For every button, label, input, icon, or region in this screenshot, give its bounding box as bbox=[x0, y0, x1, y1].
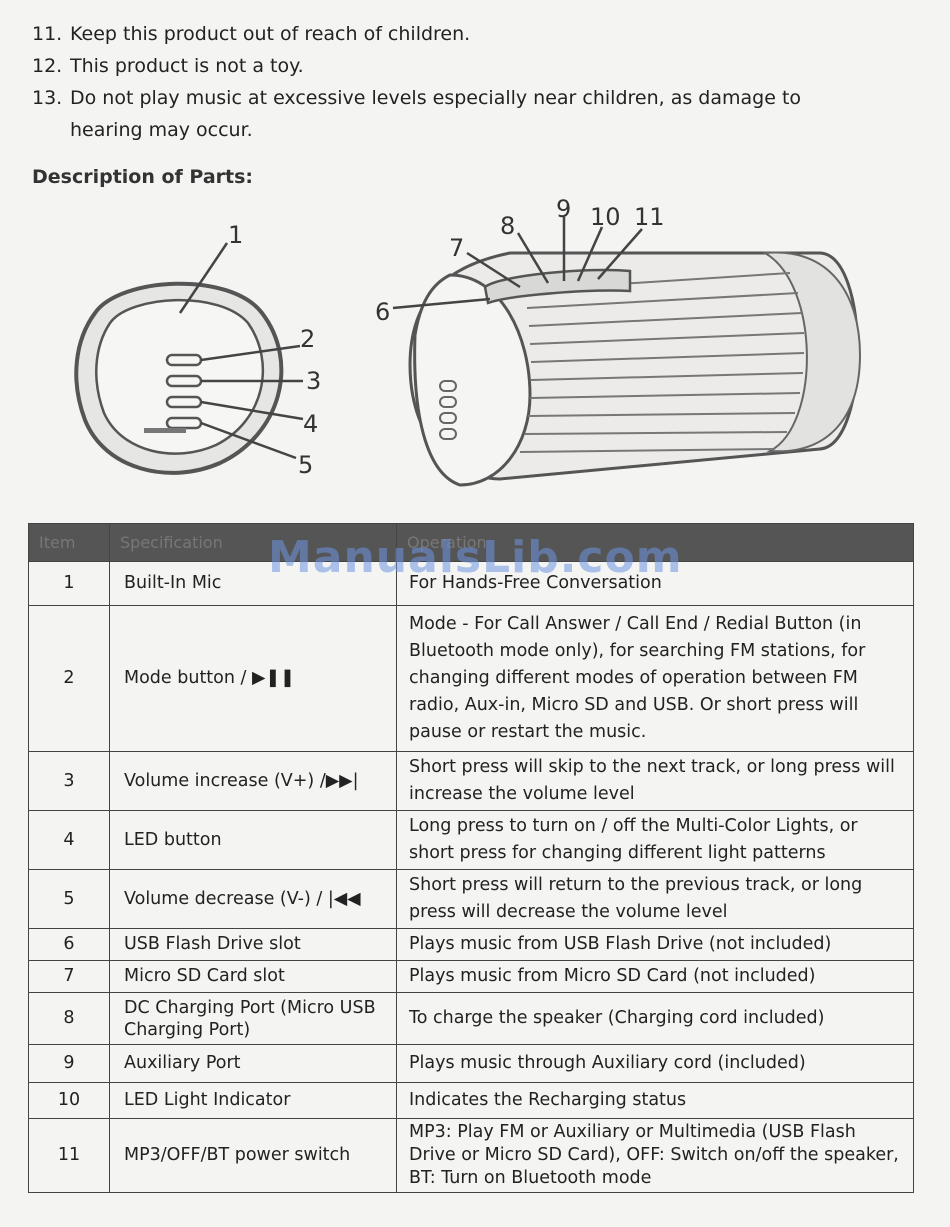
callout-8: 8 bbox=[500, 212, 515, 240]
safety-item-number: 13. bbox=[32, 87, 63, 109]
parts-diagram: 1 2 3 4 5 6 7 8 9 10 11 bbox=[74, 195, 862, 487]
table-row: 3 Volume increase (V+) /▶▶| Short press … bbox=[28, 751, 914, 811]
header-operation: Operation bbox=[396, 523, 914, 562]
safety-item-text: Do not play music at excessive levels es… bbox=[70, 87, 802, 109]
callout-10: 10 bbox=[590, 203, 621, 231]
speaker-end-view bbox=[74, 281, 284, 475]
safety-item: 11. Keep this product out of reach of ch… bbox=[32, 18, 912, 50]
speaker-side-view bbox=[408, 251, 862, 487]
item-operation: To charge the speaker (Charging cord inc… bbox=[396, 992, 914, 1045]
callout-3: 3 bbox=[306, 367, 321, 395]
table-row: 4 LED button Long press to turn on / off… bbox=[28, 810, 914, 870]
item-specification: Built-In Mic bbox=[109, 561, 397, 606]
parts-table: Item Specification Operation 1 Built-In … bbox=[28, 523, 914, 1193]
table-row: 11 MP3/OFF/BT power switch MP3: Play FM … bbox=[28, 1118, 914, 1193]
table-row: 1 Built-In Mic For Hands-Free Conversati… bbox=[28, 561, 914, 606]
table-header-row: Item Specification Operation bbox=[28, 523, 914, 562]
item-number: 4 bbox=[28, 810, 110, 870]
item-operation: For Hands-Free Conversation bbox=[396, 561, 914, 606]
item-operation: Short press will return to the previous … bbox=[396, 869, 914, 929]
callout-1: 1 bbox=[228, 221, 243, 249]
item-operation: Plays music through Auxiliary cord (incl… bbox=[396, 1044, 914, 1083]
item-number: 7 bbox=[28, 960, 110, 993]
item-number: 3 bbox=[28, 751, 110, 811]
callout-9: 9 bbox=[556, 195, 571, 223]
callout-2: 2 bbox=[300, 325, 315, 353]
callout-7: 7 bbox=[449, 234, 464, 262]
item-specification: LED button bbox=[109, 810, 397, 870]
item-specification: Mode button / ▶❚❚ bbox=[109, 605, 397, 752]
safety-list: 11. Keep this product out of reach of ch… bbox=[32, 18, 912, 146]
item-operation: MP3: Play FM or Auxiliary or Multimedia … bbox=[396, 1118, 914, 1193]
header-specification: Specification bbox=[109, 523, 397, 562]
item-number: 2 bbox=[28, 605, 110, 752]
table-row: 6 USB Flash Drive slot Plays music from … bbox=[28, 928, 914, 961]
section-heading: Description of Parts: bbox=[32, 166, 254, 188]
item-specification: Volume decrease (V-) / |◀◀ bbox=[109, 869, 397, 929]
brand-logo bbox=[144, 428, 186, 433]
safety-item-number: 11. bbox=[32, 23, 63, 45]
table-row: 7 Micro SD Card slot Plays music from Mi… bbox=[28, 960, 914, 993]
safety-item-text: Keep this product out of reach of childr… bbox=[70, 23, 471, 45]
table-row: 2 Mode button / ▶❚❚ Mode - For Call Answ… bbox=[28, 605, 914, 752]
item-number: 8 bbox=[28, 992, 110, 1045]
item-operation: Mode - For Call Answer / Call End / Redi… bbox=[396, 605, 914, 752]
item-number: 5 bbox=[28, 869, 110, 929]
item-number: 1 bbox=[28, 561, 110, 606]
item-specification: DC Charging Port (Micro USB Charging Por… bbox=[109, 992, 397, 1045]
item-specification: Auxiliary Port bbox=[109, 1044, 397, 1083]
item-operation: Indicates the Recharging status bbox=[396, 1082, 914, 1119]
item-number: 11 bbox=[28, 1118, 110, 1193]
safety-item-continuation: hearing may occur. bbox=[70, 119, 253, 141]
item-operation: Plays music from USB Flash Drive (not in… bbox=[396, 928, 914, 961]
table-row: 9 Auxiliary Port Plays music through Aux… bbox=[28, 1044, 914, 1083]
table-row: 10 LED Light Indicator Indicates the Rec… bbox=[28, 1082, 914, 1119]
safety-item-text: This product is not a toy. bbox=[70, 55, 304, 77]
port-panel bbox=[483, 268, 632, 305]
item-number: 6 bbox=[28, 928, 110, 961]
item-specification: USB Flash Drive slot bbox=[109, 928, 397, 961]
item-specification: Volume increase (V+) /▶▶| bbox=[109, 751, 397, 811]
item-number: 9 bbox=[28, 1044, 110, 1083]
table-row: 5 Volume decrease (V-) / |◀◀ Short press… bbox=[28, 869, 914, 929]
item-operation: Short press will skip to the next track,… bbox=[396, 751, 914, 811]
safety-item-number: 12. bbox=[32, 55, 63, 77]
item-number: 10 bbox=[28, 1082, 110, 1119]
header-item: Item bbox=[28, 523, 110, 562]
callout-6: 6 bbox=[375, 298, 390, 326]
callout-5: 5 bbox=[298, 451, 313, 479]
item-specification: LED Light Indicator bbox=[109, 1082, 397, 1119]
table-row: 8 DC Charging Port (Micro USB Charging P… bbox=[28, 992, 914, 1045]
safety-item: 13. Do not play music at excessive level… bbox=[32, 82, 912, 114]
callout-11: 11 bbox=[634, 203, 665, 231]
item-specification: MP3/OFF/BT power switch bbox=[109, 1118, 397, 1193]
item-specification: Micro SD Card slot bbox=[109, 960, 397, 993]
left-leader-lines bbox=[178, 242, 304, 460]
right-leader-lines bbox=[392, 217, 643, 310]
item-operation: Long press to turn on / off the Multi-Co… bbox=[396, 810, 914, 870]
callout-4: 4 bbox=[303, 410, 318, 438]
item-operation: Plays music from Micro SD Card (not incl… bbox=[396, 960, 914, 993]
safety-item: 12. This product is not a toy. bbox=[32, 50, 912, 82]
